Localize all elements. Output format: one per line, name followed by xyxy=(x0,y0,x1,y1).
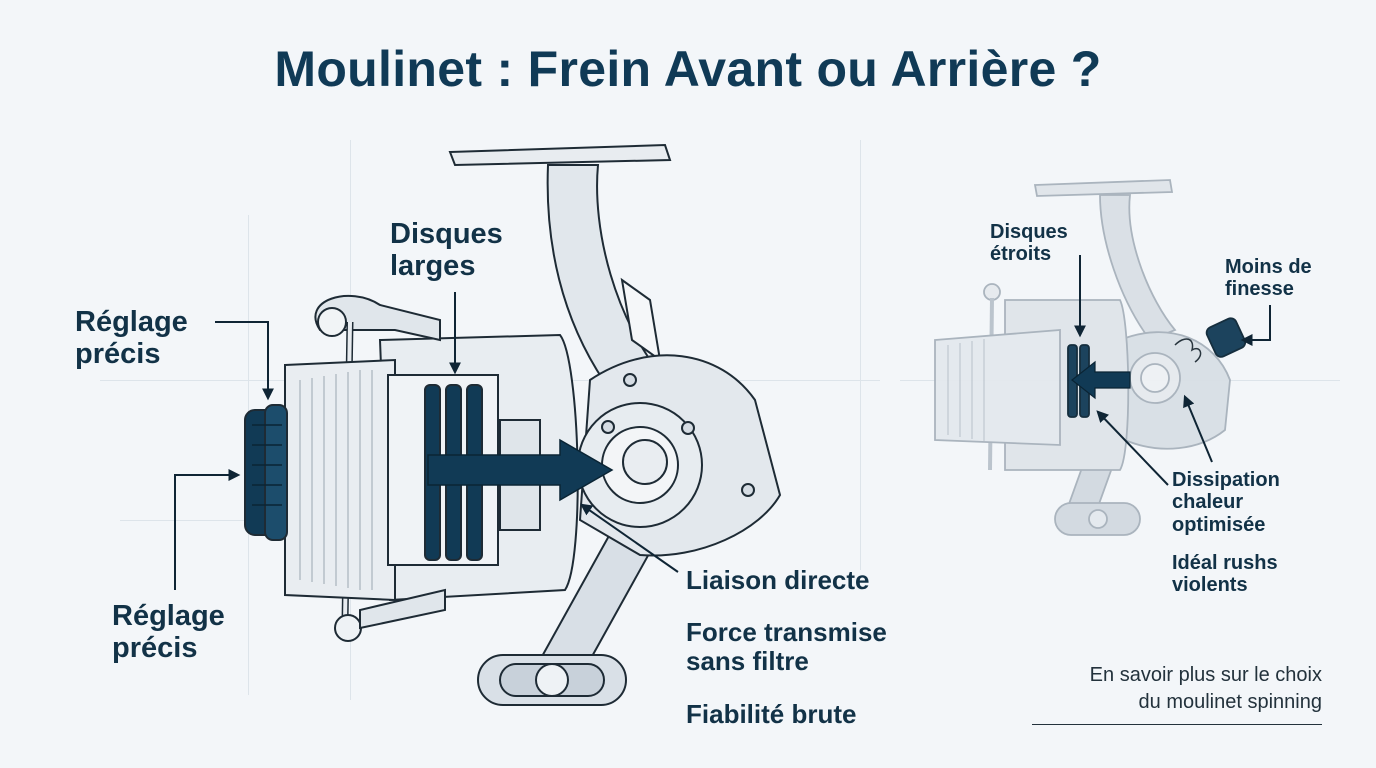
label-ideal-rushs: Idéal rushs violents xyxy=(1172,552,1278,597)
grid-line xyxy=(120,520,360,521)
page-title: Moulinet : Frein Avant ou Arrière ? xyxy=(274,41,1102,97)
label-dissipation-chaleur: Dissipation chaleur optimisée xyxy=(1172,469,1280,536)
label-reglage-precis-bottom: Réglage précis xyxy=(112,600,225,665)
label-liaison-directe: Liaison directe xyxy=(686,565,870,595)
learn-more-link[interactable]: En savoir plus sur le choix du moulinet … xyxy=(1032,662,1322,725)
label-fiabilite-brute: Fiabilité brute xyxy=(686,699,857,729)
rear-force-arrow xyxy=(1071,360,1131,400)
front-drag-reel xyxy=(244,143,782,706)
label-reglage-precis-top: Réglage précis xyxy=(75,306,188,371)
label-disques-larges: Disques larges xyxy=(390,218,503,283)
rear-drag-reel xyxy=(934,179,1247,536)
grid-line xyxy=(860,140,861,570)
label-force-transmise: Force transmise sans filtre xyxy=(686,617,887,677)
label-moins-finesse: Moins de finesse xyxy=(1225,256,1312,301)
label-disques-etroits: Disques étroits xyxy=(990,221,1068,266)
force-arrow xyxy=(427,438,614,502)
